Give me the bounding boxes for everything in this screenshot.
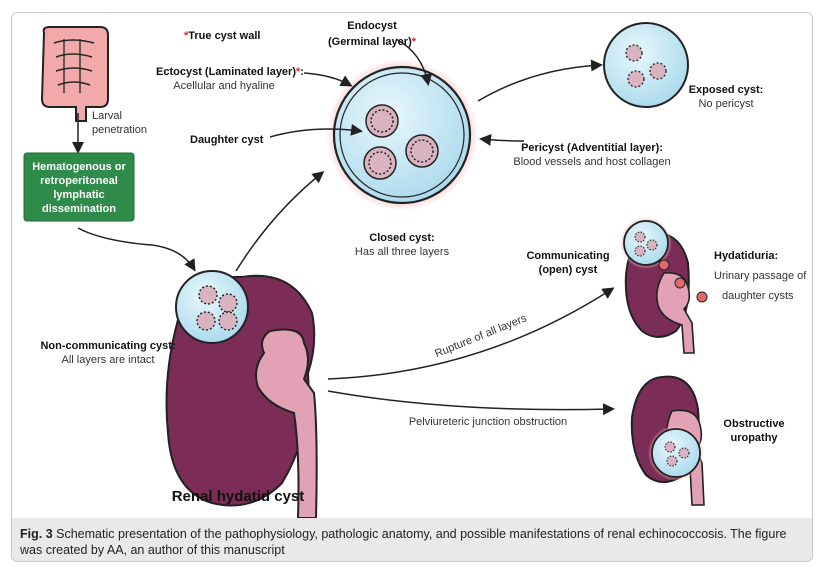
ectocyst-desc: Acellular and hyaline (173, 80, 275, 92)
communicating-kidney (620, 217, 708, 354)
renal-hydatid-title: Renal hydatid cyst (172, 488, 305, 505)
closed-cyst-desc: Has all three layers (355, 246, 450, 258)
rupture-label: Rupture of all layers (433, 312, 529, 360)
hydatiduria-title: Hydatiduria: (714, 250, 778, 262)
comm-title-2: (open) cyst (539, 264, 598, 276)
noncomm-title: Non-communicating cyst: (40, 340, 175, 352)
exposed-cyst-title: Exposed cyst: (689, 84, 764, 96)
noncomm-desc: All layers are intact (62, 354, 155, 366)
hydatiduria-desc-2: daughter cysts (722, 290, 794, 302)
intestine-illustration (40, 26, 109, 122)
daughter-cyst-label: Daughter cyst (190, 134, 264, 146)
exposed-cyst-desc: No pericyst (698, 98, 753, 110)
pericyst-desc: Blood vessels and host collagen (513, 156, 670, 168)
obstructive-title-2: uropathy (730, 432, 778, 444)
caption-label: Fig. 3 (20, 527, 53, 541)
true-cyst-wall: *True cyst wall (184, 30, 260, 42)
closed-cyst (326, 59, 478, 211)
dissemination-line-4: dissemination (42, 203, 116, 215)
pericyst-title: Pericyst (Adventitial layer): (521, 142, 663, 154)
larval-label-2: penetration (92, 124, 147, 136)
hydatiduria-desc-1: Urinary passage of (714, 270, 807, 282)
figure-caption: Fig. 3 Schematic presentation of the pat… (12, 518, 812, 561)
figure-frame: Larval penetration Hematogenous or retro… (11, 12, 813, 562)
closed-cyst-title: Closed cyst: (369, 232, 434, 244)
dissemination-line-2: retroperitoneal (40, 175, 118, 187)
endocyst-sub: (Germinal layer)* (328, 36, 417, 48)
pelvi-label: Pelviureteric junction obstruction (409, 416, 567, 428)
dissemination-box (23, 152, 135, 222)
endocyst-title: Endocyst (347, 20, 397, 32)
dissemination-line-3: lymphatic (53, 189, 104, 201)
obstructive-title-1: Obstructive (723, 418, 784, 430)
exposed-cyst (603, 22, 689, 108)
renal-echinococcosis-diagram: Larval penetration Hematogenous or retro… (23, 20, 807, 518)
obstructive-kidney (630, 375, 705, 506)
larval-label-1: Larval (92, 110, 122, 122)
dissemination-line-1: Hematogenous or (32, 161, 126, 173)
comm-title-1: Communicating (526, 250, 609, 262)
noncommunicating-cyst (175, 270, 249, 344)
ectocyst-title: Ectocyst (Laminated layer)*: (156, 66, 304, 78)
caption-text: Schematic presentation of the pathophysi… (20, 527, 787, 557)
